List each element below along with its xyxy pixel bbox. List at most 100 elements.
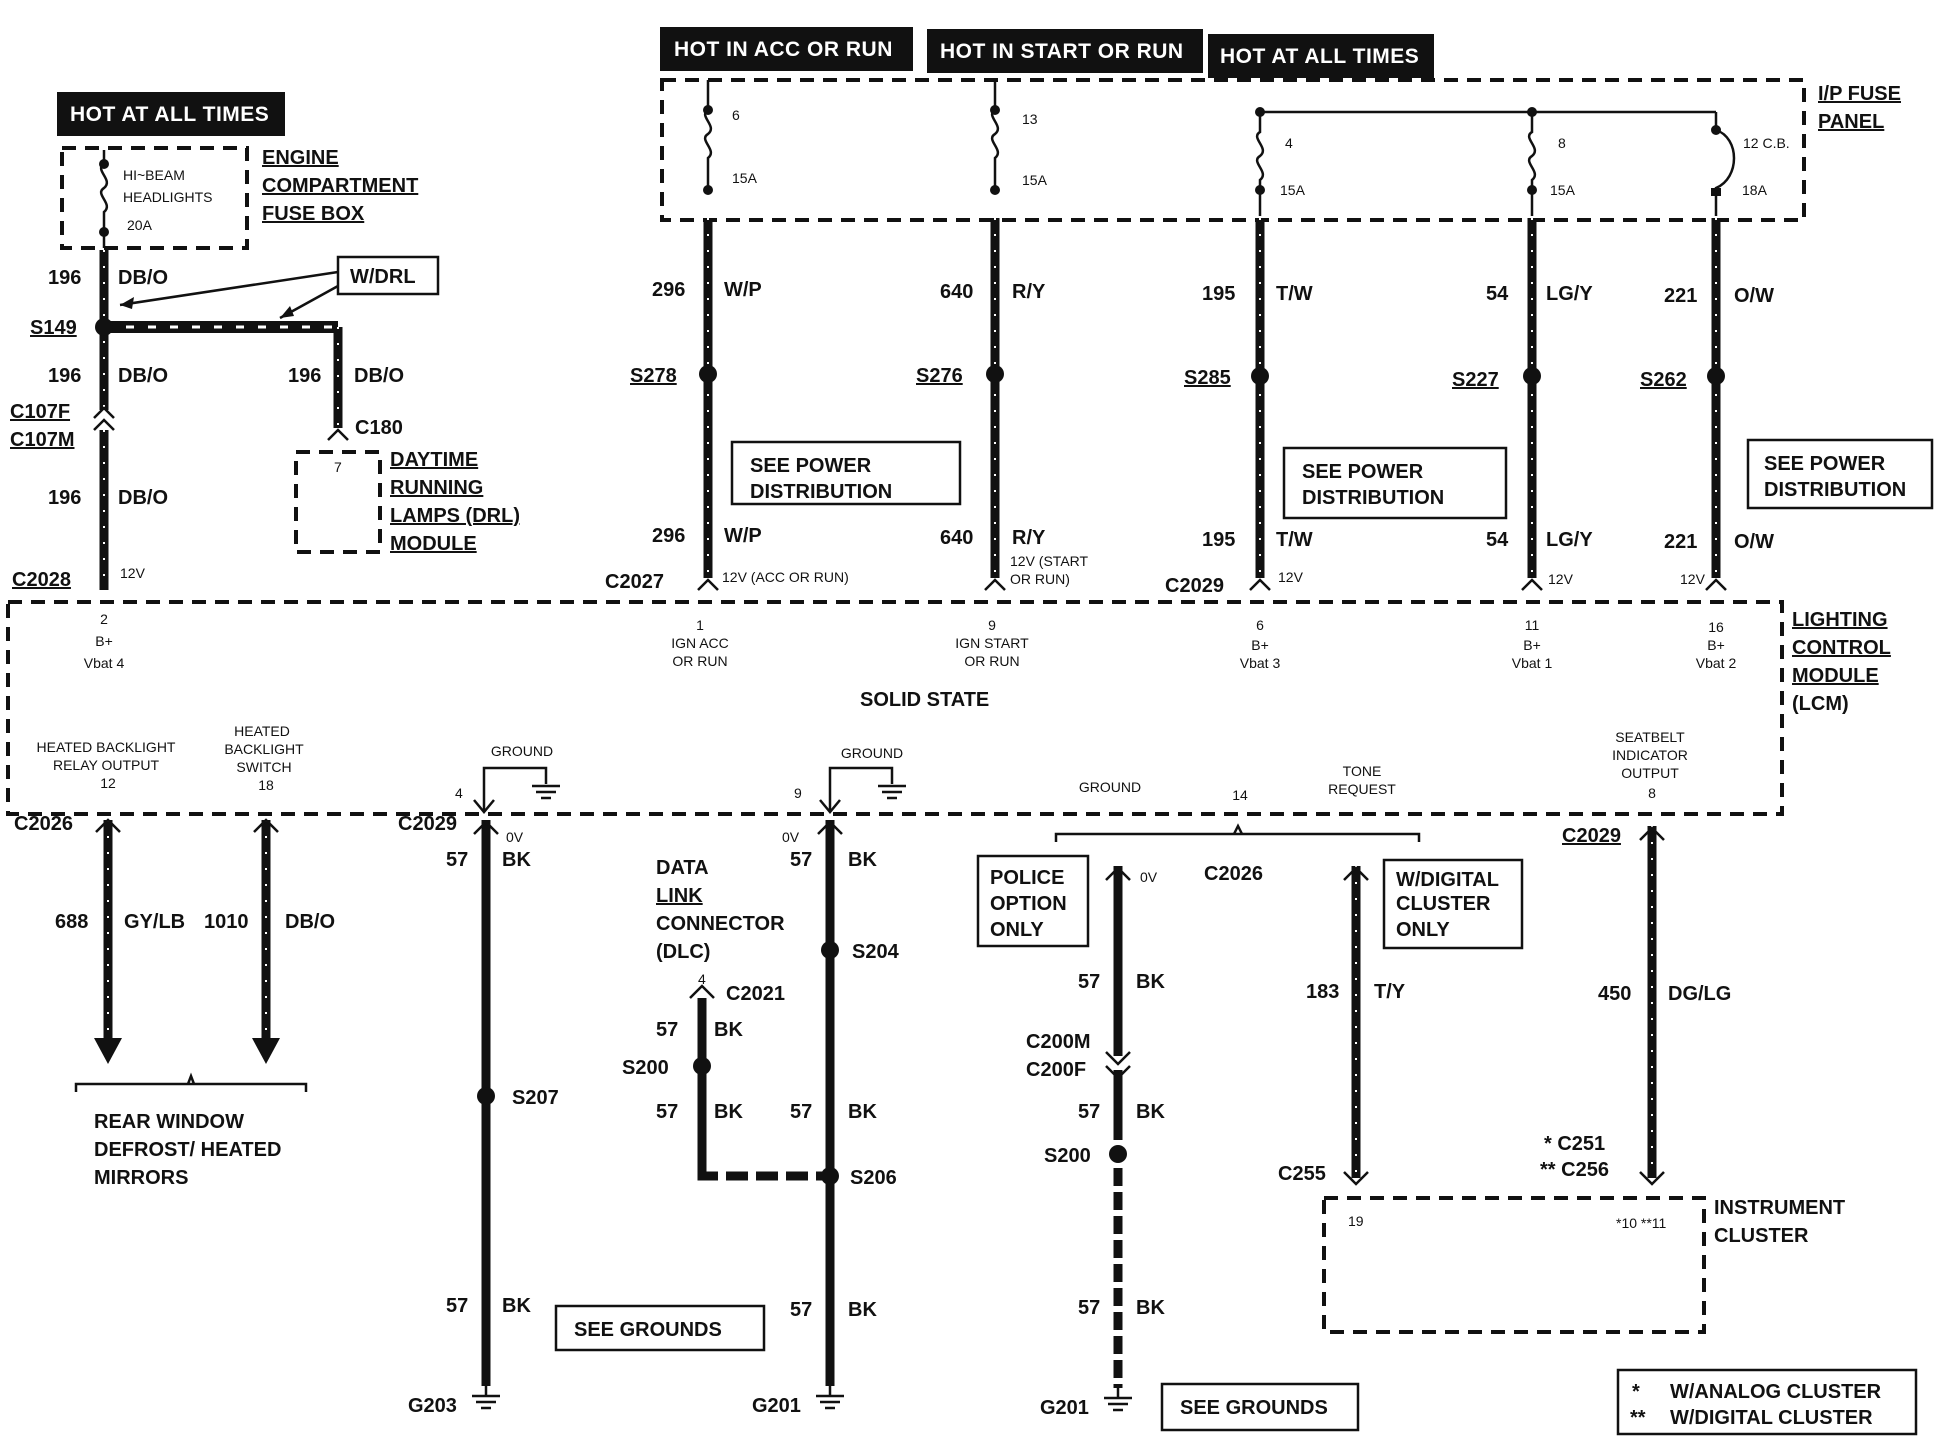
svg-text:SEE POWER: SEE POWER — [1302, 461, 1424, 483]
svg-text:B+: B+ — [95, 633, 113, 649]
svg-text:T/Y: T/Y — [1374, 981, 1406, 1003]
splice-s200: S200 — [622, 1057, 669, 1079]
svg-text:DISTRIBUTION: DISTRIBUTION — [1302, 487, 1444, 509]
svg-text:12 C.B.: 12 C.B. — [1743, 135, 1790, 151]
wire-num: 196 — [48, 365, 81, 387]
svg-text:12V: 12V — [1680, 571, 1706, 587]
svg-text:16: 16 — [1708, 619, 1724, 635]
fuse-icon — [1527, 112, 1537, 216]
svg-text:IGN ACC: IGN ACC — [671, 635, 729, 651]
svg-text:C2026: C2026 — [1204, 863, 1263, 885]
svg-text:ONLY: ONLY — [990, 919, 1044, 941]
svg-text:CONTROL: CONTROL — [1792, 637, 1891, 659]
instrument-cluster-outline — [1322, 1196, 1706, 1334]
svg-text:G201: G201 — [1040, 1397, 1089, 1419]
svg-text:O/W: O/W — [1734, 285, 1774, 307]
svg-text:LG/Y: LG/Y — [1546, 283, 1593, 305]
lcm-title: LIGHTING — [1792, 609, 1888, 631]
svg-text:296: 296 — [652, 525, 685, 547]
engine-fuse-box-outline — [60, 146, 249, 250]
svg-text:57: 57 — [656, 1101, 678, 1123]
svg-text:13: 13 — [1022, 111, 1038, 127]
svg-text:BK: BK — [1136, 971, 1165, 993]
instrument-cluster-title: INSTRUMENT — [1714, 1197, 1845, 1219]
svg-text:W/DIGITAL: W/DIGITAL — [1396, 869, 1499, 891]
svg-text:Vbat 4: Vbat 4 — [84, 655, 125, 671]
svg-text:12V: 12V — [120, 565, 146, 581]
connector-c200m: C200M — [1026, 1031, 1090, 1053]
see-grounds-box-1: SEE GROUNDS — [554, 1304, 766, 1352]
svg-text:221: 221 — [1664, 285, 1697, 307]
svg-text:HOT IN START OR RUN: HOT IN START OR RUN — [940, 40, 1184, 63]
svg-text:12V: 12V — [1548, 571, 1574, 587]
splice-s207: S207 — [512, 1087, 559, 1109]
svg-text:HOT AT ALL TIMES: HOT AT ALL TIMES — [1220, 45, 1419, 68]
svg-text:LINK: LINK — [656, 885, 703, 907]
svg-text:**: ** — [1630, 1407, 1646, 1429]
svg-text:C2029: C2029 — [1562, 825, 1621, 847]
svg-text:O/W: O/W — [1734, 531, 1774, 553]
svg-text:8: 8 — [1648, 785, 1656, 801]
svg-text:SEATBELT: SEATBELT — [1615, 729, 1685, 745]
svg-text:SEE POWER: SEE POWER — [1764, 453, 1886, 475]
svg-text:B+: B+ — [1523, 637, 1541, 653]
svg-text:57: 57 — [1078, 971, 1100, 993]
splice-s285: S285 — [1184, 367, 1231, 389]
svg-text:0V: 0V — [506, 829, 524, 845]
svg-text:LG/Y: LG/Y — [1546, 529, 1593, 551]
svg-text:ONLY: ONLY — [1396, 919, 1450, 941]
svg-text:DISTRIBUTION: DISTRIBUTION — [750, 481, 892, 503]
fuse-icon — [1255, 112, 1265, 216]
svg-text:9: 9 — [794, 785, 802, 801]
svg-text:C2029: C2029 — [398, 813, 457, 835]
svg-text:MODULE: MODULE — [1792, 665, 1879, 687]
svg-text:HEATED BACKLIGHT: HEATED BACKLIGHT — [37, 739, 176, 755]
tone-request-wire — [1343, 866, 1369, 1186]
svg-text:R/Y: R/Y — [1012, 281, 1046, 303]
svg-text:12V (ACC OR RUN): 12V (ACC OR RUN) — [722, 569, 849, 585]
svg-text:221: 221 — [1664, 531, 1697, 553]
engine-box-title-3: FUSE BOX — [262, 203, 365, 225]
svg-text:(LCM): (LCM) — [1792, 693, 1849, 715]
svg-text:0V: 0V — [782, 829, 800, 845]
police-option-box: POLICE OPTION ONLY — [976, 854, 1090, 948]
svg-text:SEE POWER: SEE POWER — [750, 455, 872, 477]
fuse-label-2: HEADLIGHTS — [123, 189, 212, 205]
svg-text:W/DIGITAL CLUSTER: W/DIGITAL CLUSTER — [1670, 1407, 1873, 1429]
rear-window-circuit — [74, 818, 308, 1092]
svg-text:MIRRORS: MIRRORS — [94, 1167, 188, 1189]
digital-cluster-box: W/DIGITAL CLUSTER ONLY — [1382, 858, 1524, 950]
svg-text:450: 450 — [1598, 983, 1631, 1005]
connector-c251: * C251 — [1544, 1133, 1605, 1155]
rear-window-label: REAR WINDOW — [94, 1111, 244, 1133]
wire-num: 196 — [48, 487, 81, 509]
svg-text:BK: BK — [848, 1299, 877, 1321]
svg-text:6: 6 — [732, 107, 740, 123]
svg-text:57: 57 — [446, 849, 468, 871]
svg-text:RELAY OUTPUT: RELAY OUTPUT — [53, 757, 160, 773]
ground-g201: G201 — [752, 1395, 801, 1417]
lcm-pins: 2 B+ Vbat 4 1 IGN ACC OR RUN 9 IGN START… — [37, 611, 1737, 803]
splice-s278: S278 — [630, 365, 677, 387]
wire-color: DB/O — [354, 365, 404, 387]
fuse-rating: 20A — [127, 217, 153, 233]
splice-s276: S276 — [916, 365, 963, 387]
splice-s262: S262 — [1640, 369, 1687, 391]
svg-text:POLICE: POLICE — [990, 867, 1064, 889]
svg-text:8: 8 — [1558, 135, 1566, 151]
svg-text:688: 688 — [55, 911, 88, 933]
svg-text:HOT IN ACC OR RUN: HOT IN ACC OR RUN — [674, 38, 893, 61]
svg-text:195: 195 — [1202, 283, 1235, 305]
svg-text:DG/LG: DG/LG — [1668, 983, 1731, 1005]
svg-text:W/ANALOG CLUSTER: W/ANALOG CLUSTER — [1670, 1381, 1882, 1403]
connector-c255: C255 — [1278, 1163, 1326, 1185]
svg-text:1: 1 — [696, 617, 704, 633]
wire-color: DB/O — [118, 365, 168, 387]
left-circuit: W/DRL 196 DB/O S149 196 DB/O 196 DB/O C1… — [10, 250, 520, 591]
connector-c256: ** C256 — [1540, 1159, 1609, 1181]
splice-s149: S149 — [30, 317, 77, 339]
svg-text:15A: 15A — [1550, 182, 1576, 198]
wire-color: DB/O — [118, 487, 168, 509]
wire-color: DB/O — [118, 267, 168, 289]
